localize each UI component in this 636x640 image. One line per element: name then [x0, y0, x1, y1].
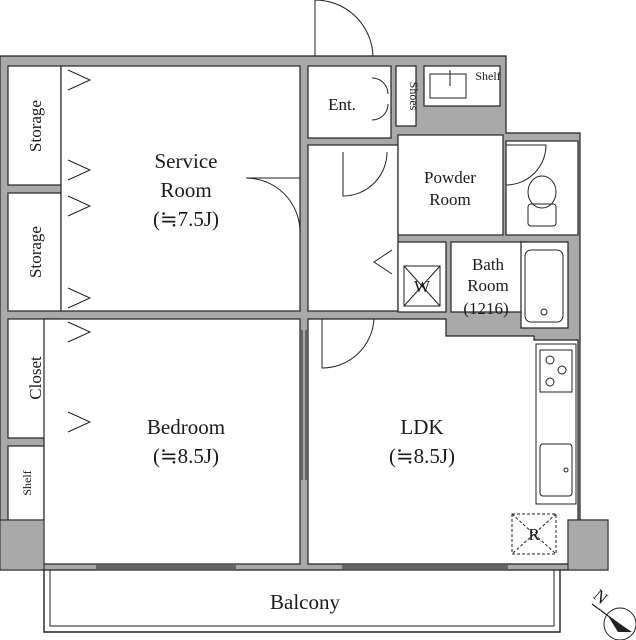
pillar-right [567, 519, 609, 571]
entrance-label: Ent. [328, 95, 356, 114]
service-room-door [245, 177, 301, 233]
entrance-shoe-door [371, 77, 389, 121]
shelf-left-label: Shelf [20, 470, 34, 495]
toilet-door [505, 144, 547, 186]
ldk-label: LDK (≒8.5J) [389, 415, 455, 468]
svg-text:Service: Service [155, 149, 218, 173]
shelf-left-space [7, 445, 45, 521]
washer-label: W [414, 277, 431, 296]
hall-space [307, 144, 399, 312]
service-room-space [60, 65, 301, 312]
balcony-label: Balcony [270, 590, 340, 614]
powder-room-label: Powder Room [424, 168, 476, 209]
bedroom-label: Bedroom (≒8.5J) [147, 415, 225, 468]
shelf-top-space [423, 65, 501, 107]
stove-icon [539, 349, 573, 393]
svg-text:Room: Room [467, 276, 509, 295]
hall-door [342, 151, 388, 197]
shoes-label: Shoes [407, 82, 421, 111]
powder-room-space [397, 134, 504, 236]
svg-text:(≒7.5J): (≒7.5J) [153, 207, 219, 231]
storage-top-label: Storage [26, 100, 45, 152]
svg-text:Bath: Bath [472, 255, 505, 274]
washer-icon [403, 265, 441, 307]
kitchen-sink-icon [539, 443, 573, 497]
svg-text:Powder: Powder [424, 168, 476, 187]
refrigerator-label: R [528, 525, 540, 544]
pillar-left [0, 519, 45, 571]
svg-text:Room: Room [160, 178, 211, 202]
service-room-label: Service Room (≒7.5J) [153, 149, 219, 231]
storage-top-space [7, 65, 62, 186]
shoes-space [395, 65, 417, 127]
compass-icon [591, 603, 636, 640]
entrance-door [314, 0, 374, 57]
bedroom-space [43, 318, 301, 565]
window-ldk [342, 565, 508, 569]
storage-bottom-label: Storage [26, 226, 45, 278]
ldk-door [321, 318, 375, 369]
svg-text:(1216): (1216) [463, 299, 508, 318]
shelf-top-label: Shelf [475, 69, 500, 83]
svg-text:Room: Room [429, 190, 471, 209]
kitchen-counter [535, 343, 577, 505]
entrance-space [307, 65, 392, 139]
washer-space [397, 241, 447, 313]
svg-text:(≒8.5J): (≒8.5J) [389, 444, 455, 468]
bath-room-space [450, 241, 528, 313]
bath-tub-space [520, 241, 569, 329]
refrigerator-icon [511, 513, 557, 555]
toilet-space [505, 140, 579, 236]
svg-text:LDK: LDK [400, 415, 443, 439]
storage-bottom-space [7, 192, 62, 312]
balcony-outline [43, 570, 561, 633]
shelf-top-sink [429, 70, 467, 99]
storage-door-chevrons [67, 69, 393, 433]
bath-room-label: Bath Room (1216) [463, 255, 508, 318]
sliding-door-bedroom-ldk [301, 330, 307, 480]
window-bedroom [96, 565, 236, 569]
svg-text:(≒8.5J): (≒8.5J) [153, 444, 219, 468]
toilet-icon [527, 175, 557, 227]
balcony-inner-rail [49, 570, 555, 627]
ldk-space [307, 318, 579, 565]
svg-text:Bedroom: Bedroom [147, 415, 225, 439]
bath-tub-icon [524, 249, 564, 323]
closet-label: Closet [26, 356, 45, 400]
